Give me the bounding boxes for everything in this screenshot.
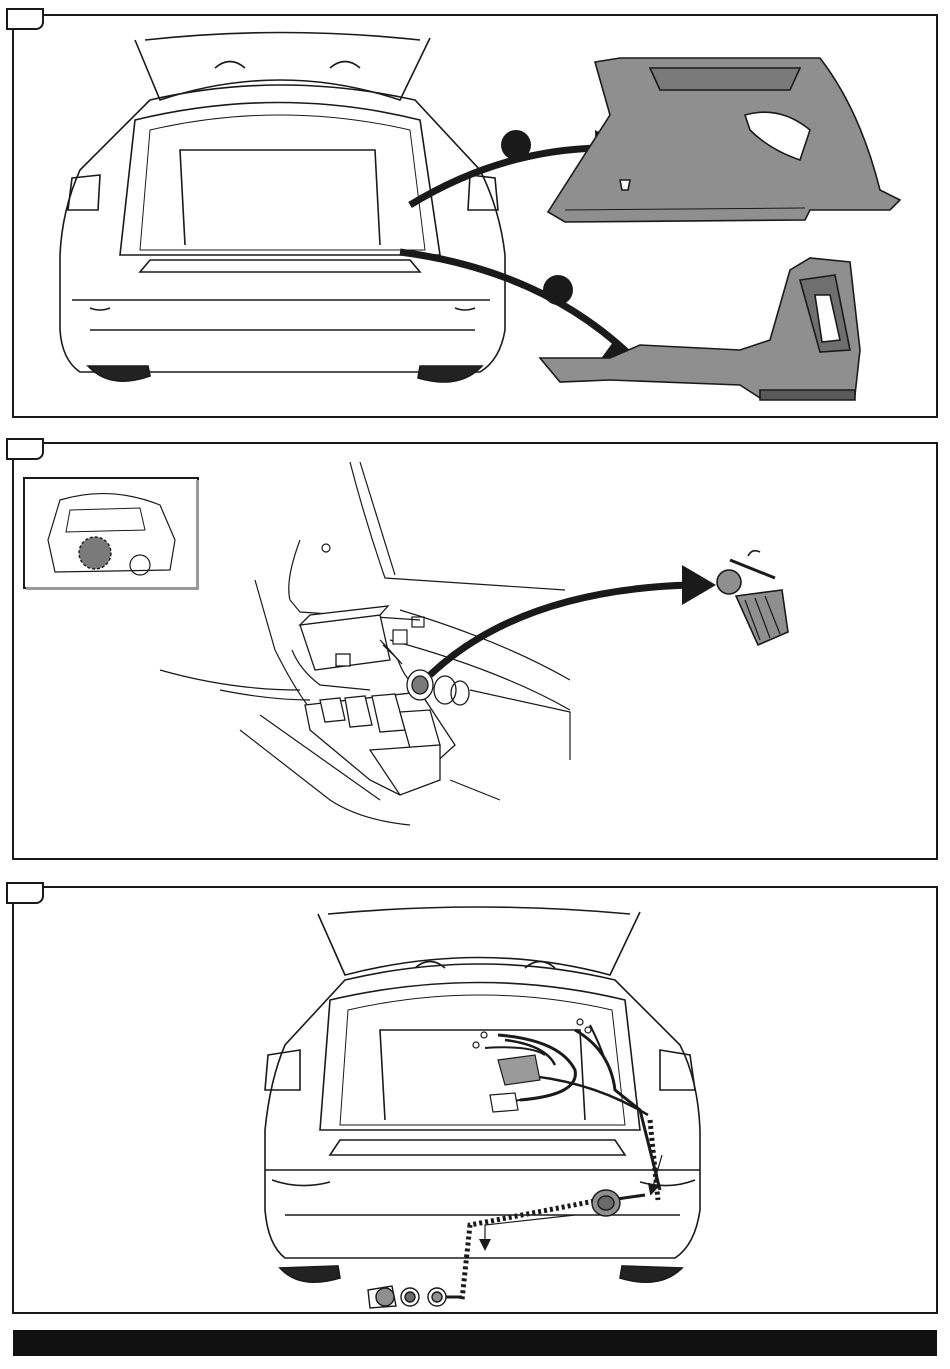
grommet-plug-icon — [407, 670, 469, 705]
arrow-icon-3 — [430, 565, 716, 675]
floor-panel-part — [540, 258, 860, 400]
trash-bin-icon — [717, 551, 788, 645]
side-trim-panel-part — [548, 58, 900, 222]
numbered-callout-icon — [543, 275, 573, 305]
numbered-callout-icon — [501, 130, 531, 160]
control-module — [300, 606, 390, 670]
inset-car-view — [24, 478, 199, 590]
car-rear-open-trunk-3 — [265, 907, 700, 1282]
grommet-plug-icon-3 — [592, 1190, 620, 1216]
fuse-box — [305, 692, 455, 795]
car-rear-open-trunk-1 — [60, 33, 505, 383]
arrow-icon-2 — [400, 252, 642, 372]
socket-connector-chain — [368, 1286, 462, 1308]
